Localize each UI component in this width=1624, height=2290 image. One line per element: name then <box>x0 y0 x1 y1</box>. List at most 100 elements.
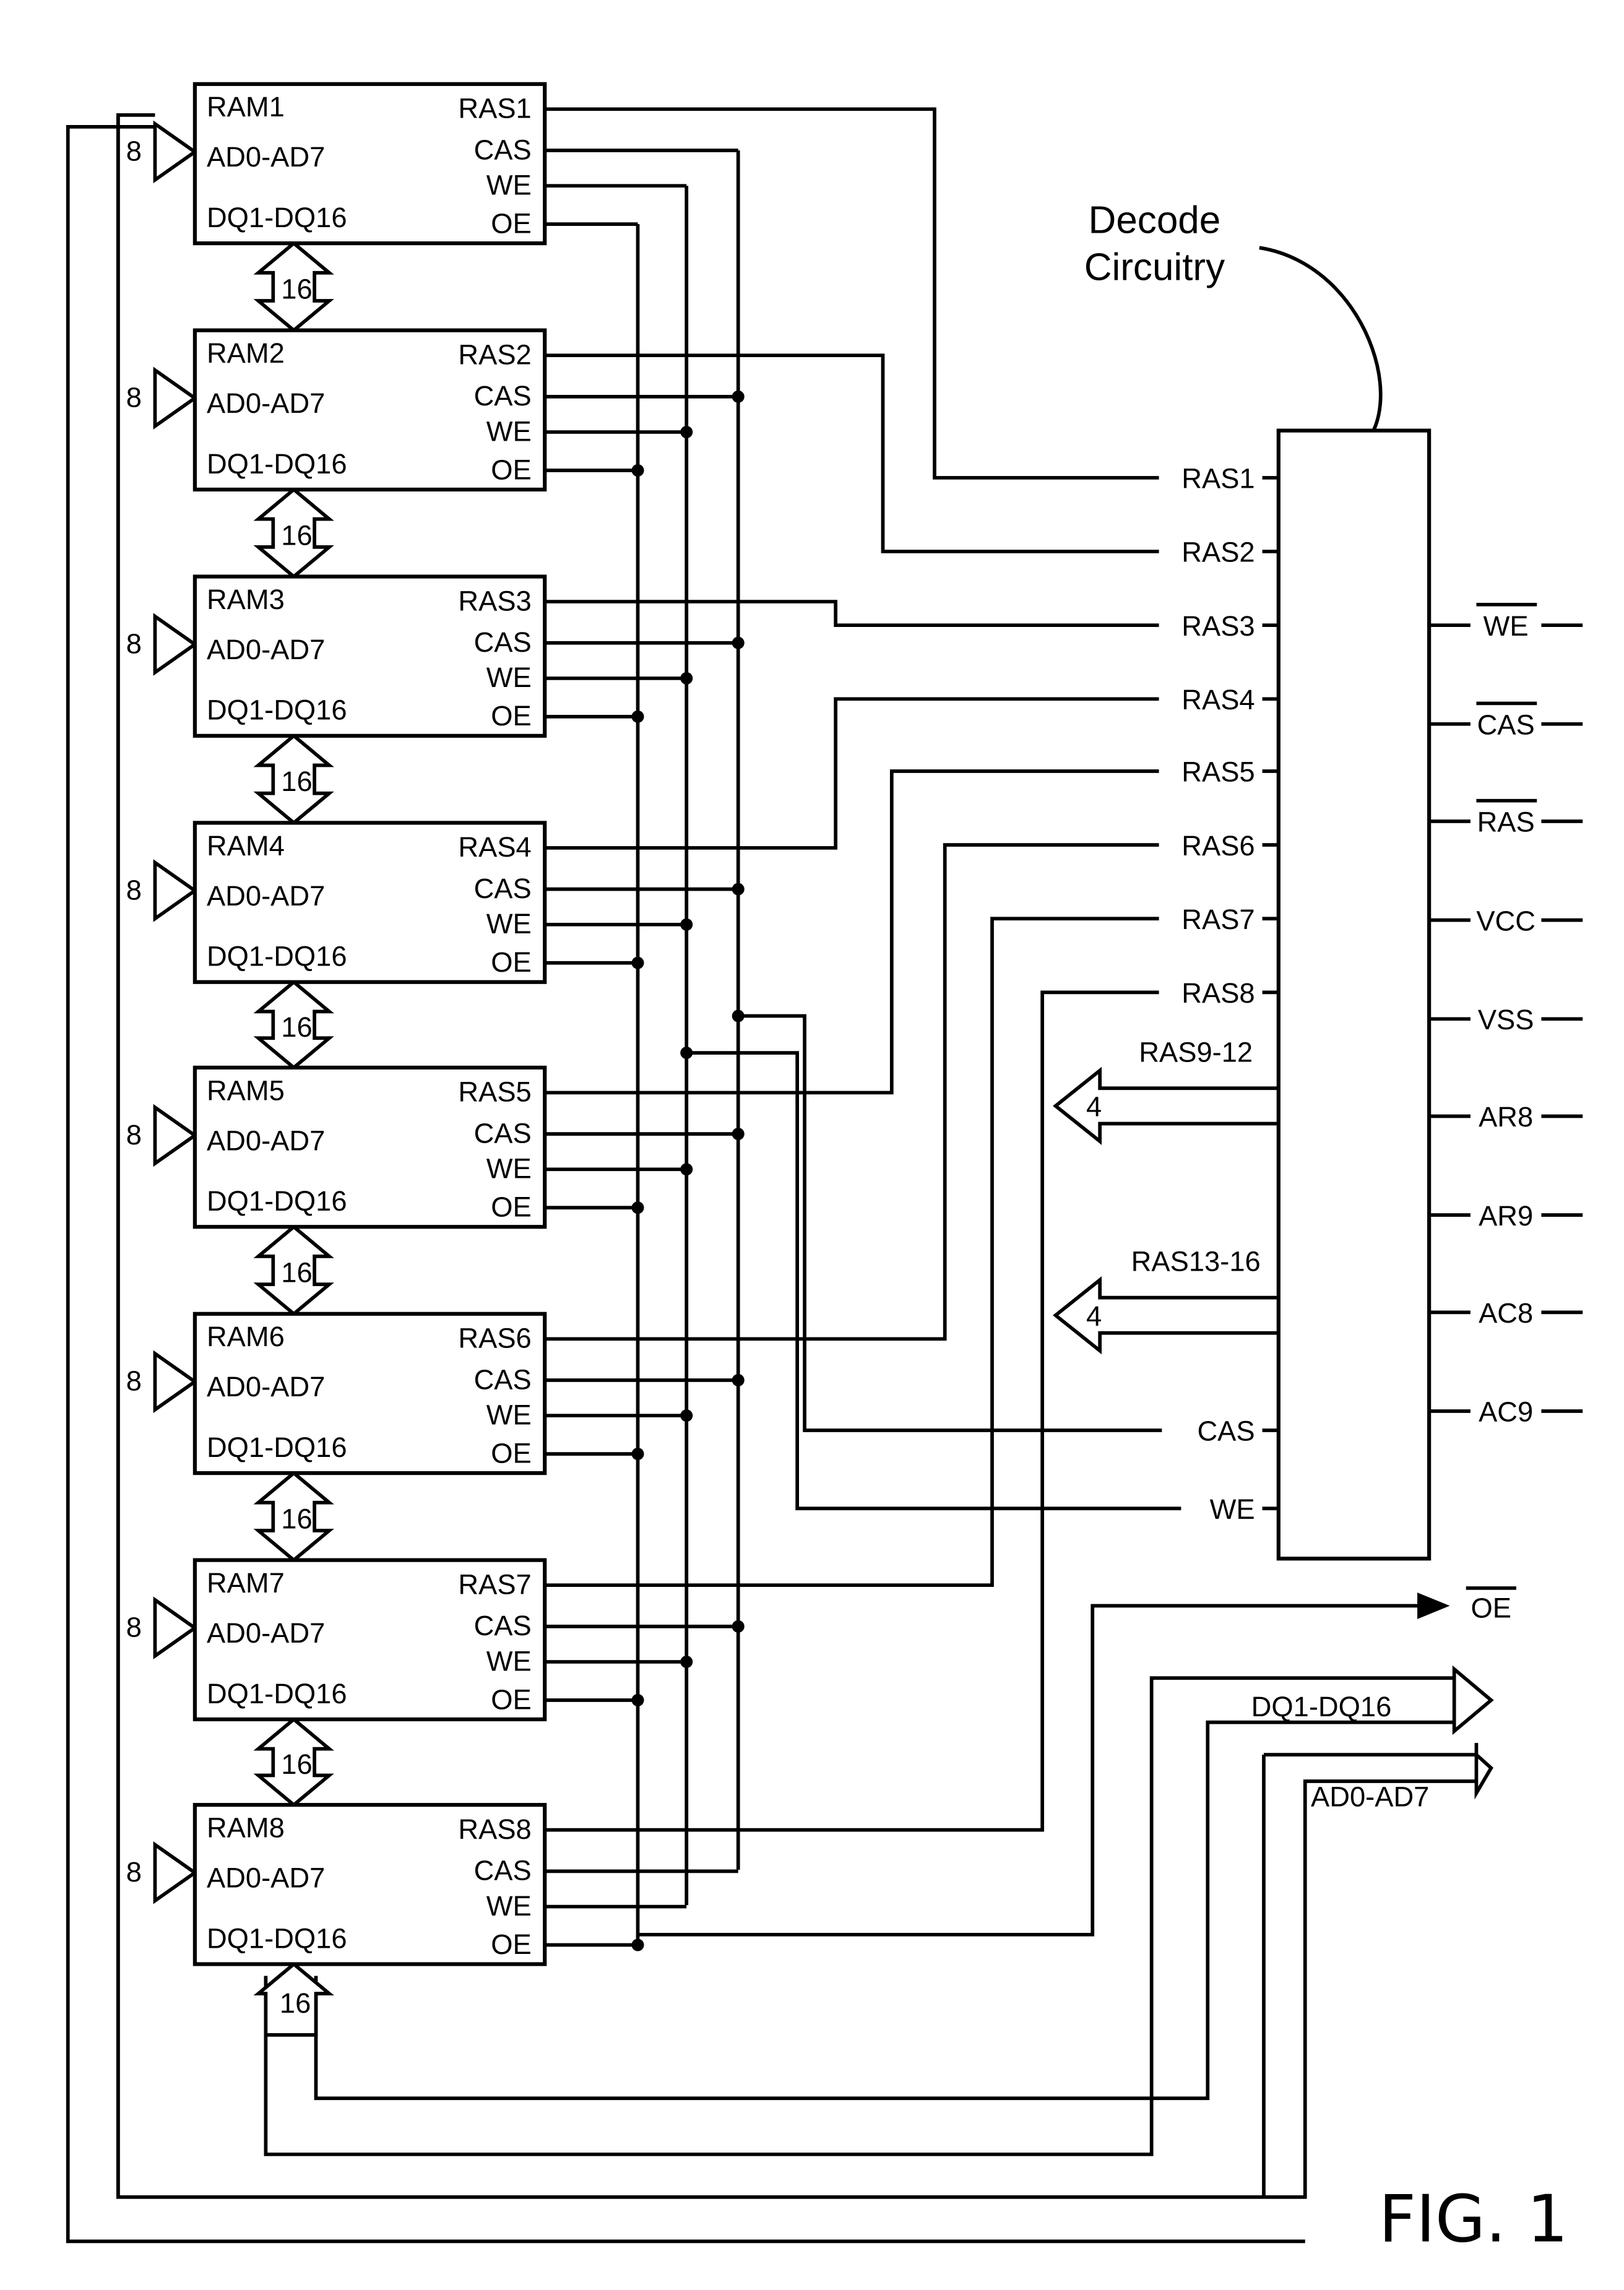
ram-name: RAM5 <box>207 1074 285 1106</box>
ram-addr-pin: AD0-AD7 <box>207 1125 325 1156</box>
ram-ras-pin: RAS1 <box>458 93 531 124</box>
ram-oe-pin: OE <box>491 700 531 732</box>
addr-bus-width: 8 <box>126 382 142 413</box>
ram-ras-pin: RAS6 <box>458 1323 531 1354</box>
decoder-right-pin-label: AR8 <box>1479 1101 1533 1133</box>
decoder-left-pin-label: CAS <box>1197 1415 1255 1447</box>
decoder-left-pin-label: RAS2 <box>1181 537 1255 568</box>
ram-cas-pin: CAS <box>474 1363 532 1395</box>
decoder-left-pin-label: WE <box>1210 1493 1255 1525</box>
ram-cas-pin: CAS <box>474 626 532 658</box>
ram-addr-pin: AD0-AD7 <box>207 1862 325 1894</box>
addr-bus-label: AD0-AD7 <box>1311 1781 1429 1813</box>
ram-data-pin: DQ1-DQ16 <box>207 448 347 480</box>
ram-data-pin: DQ1-DQ16 <box>207 1922 347 1954</box>
decoder-right-pin-label: AR9 <box>1479 1200 1533 1232</box>
ram-we-pin: WE <box>486 1153 532 1185</box>
ram-ras-pin: RAS8 <box>458 1813 531 1845</box>
addr-bus-width: 8 <box>126 1856 142 1888</box>
ram-cas-pin: CAS <box>474 1855 532 1886</box>
decoder-left-pin-label: RAS6 <box>1181 830 1255 862</box>
data-bus-width: 16 <box>281 1748 312 1780</box>
data-bus-width: 16 <box>281 1503 312 1534</box>
decode-circuitry-label: Circuitry <box>1084 246 1225 289</box>
addr-bus-width: 8 <box>126 628 142 659</box>
ram-addr-pin: AD0-AD7 <box>207 141 325 173</box>
ram-ras-pin: RAS7 <box>458 1568 531 1600</box>
ram-oe-pin: OE <box>491 946 531 978</box>
ram-we-pin: WE <box>486 662 532 693</box>
data-bus-width: 16 <box>281 1257 312 1289</box>
ram-name: RAM3 <box>207 584 285 615</box>
ram-cas-pin: CAS <box>474 873 532 904</box>
ram-data-pin: DQ1-DQ16 <box>207 1432 347 1463</box>
ram-ras-pin: RAS5 <box>458 1076 531 1108</box>
junction-dot <box>732 1010 745 1022</box>
decoder-left-pin-label: RAS4 <box>1181 684 1255 715</box>
ram-data-pin: DQ1-DQ16 <box>207 1185 347 1217</box>
ram-addr-pin: AD0-AD7 <box>207 1617 325 1649</box>
ram-we-pin: WE <box>486 415 532 447</box>
ram-we-pin: WE <box>486 1399 532 1431</box>
ram-cas-pin: CAS <box>474 380 532 412</box>
addr-bus-arrow <box>155 1844 194 1901</box>
decoder-right-pin-label: VSS <box>1478 1004 1534 1035</box>
decoder-right-pin-label: RAS <box>1477 806 1535 838</box>
decoder-box <box>1279 431 1429 1559</box>
ram-addr-pin: AD0-AD7 <box>207 880 325 912</box>
addr-bus-arrow <box>155 1600 194 1656</box>
ram-we-pin: WE <box>486 1645 532 1677</box>
data-bus-width: 16 <box>281 519 312 551</box>
addr-bus-width: 8 <box>126 1365 142 1397</box>
decoder-left-pin-label: RAS8 <box>1181 977 1255 1009</box>
figure-label: FIG. 1 <box>1379 2181 1568 2257</box>
addr-bus-width: 8 <box>126 1119 142 1151</box>
data-bus-width-bottom: 16 <box>280 1987 311 2019</box>
ram-cas-pin: CAS <box>474 1610 532 1641</box>
decoder-left-pin-label: RAS5 <box>1181 756 1255 788</box>
addr-bus-width: 8 <box>126 136 142 167</box>
ram-oe-pin: OE <box>491 454 531 485</box>
decoder-right-pin-label: CAS <box>1477 709 1535 741</box>
data-bus-label: DQ1-DQ16 <box>1251 1691 1392 1722</box>
junction-dot <box>680 1047 693 1059</box>
ram-oe-pin: OE <box>491 1191 531 1223</box>
ras-bus-label: RAS13-16 <box>1131 1246 1261 1277</box>
decoder-left-pin-label: RAS1 <box>1181 463 1255 495</box>
ram-cas-pin: CAS <box>474 1117 532 1149</box>
ram-oe-pin: OE <box>491 1929 531 1960</box>
addr-bus-arrow <box>155 124 194 180</box>
ram-data-pin: DQ1-DQ16 <box>207 1678 347 1709</box>
addr-bus-arrow <box>155 863 194 919</box>
ram-name: RAM1 <box>207 91 285 123</box>
decoder-right-pin-label: WE <box>1484 610 1529 642</box>
addr-bus-arrow <box>155 1354 194 1410</box>
ram-name: RAM8 <box>207 1812 285 1844</box>
oe-arrowhead <box>1417 1592 1449 1619</box>
ram-oe-pin: OE <box>491 207 531 239</box>
data-bus-width: 16 <box>281 273 312 305</box>
ram-we-pin: WE <box>486 170 532 201</box>
ram-name: RAM7 <box>207 1567 285 1599</box>
decode-circuitry-block <box>1279 431 1429 1559</box>
oe-output-label: OE <box>1471 1592 1511 1624</box>
data-bus-width: 16 <box>281 766 312 797</box>
oe-output-line <box>638 1606 1418 1935</box>
ram-oe-pin: OE <box>491 1683 531 1715</box>
ras-bus-width: 4 <box>1086 1091 1102 1123</box>
addr-bus-arrow <box>155 616 194 673</box>
addr-bus-out-arrow <box>1476 1743 1491 1793</box>
ram-we-pin: WE <box>486 908 532 940</box>
ram-addr-pin: AD0-AD7 <box>207 634 325 665</box>
ram-ras-pin: RAS4 <box>458 831 531 863</box>
ram-data-pin: DQ1-DQ16 <box>207 694 347 726</box>
ram-cas-pin: CAS <box>474 134 532 165</box>
addr-bus-width: 8 <box>126 1612 142 1643</box>
ram-oe-pin: OE <box>491 1437 531 1469</box>
ram-name: RAM6 <box>207 1321 285 1352</box>
decoder-left-pin-label: RAS3 <box>1181 610 1255 642</box>
decoder-right-pin-label: AC9 <box>1479 1396 1533 1428</box>
addr-bus-width: 8 <box>126 874 142 905</box>
ram-name: RAM2 <box>207 337 285 369</box>
